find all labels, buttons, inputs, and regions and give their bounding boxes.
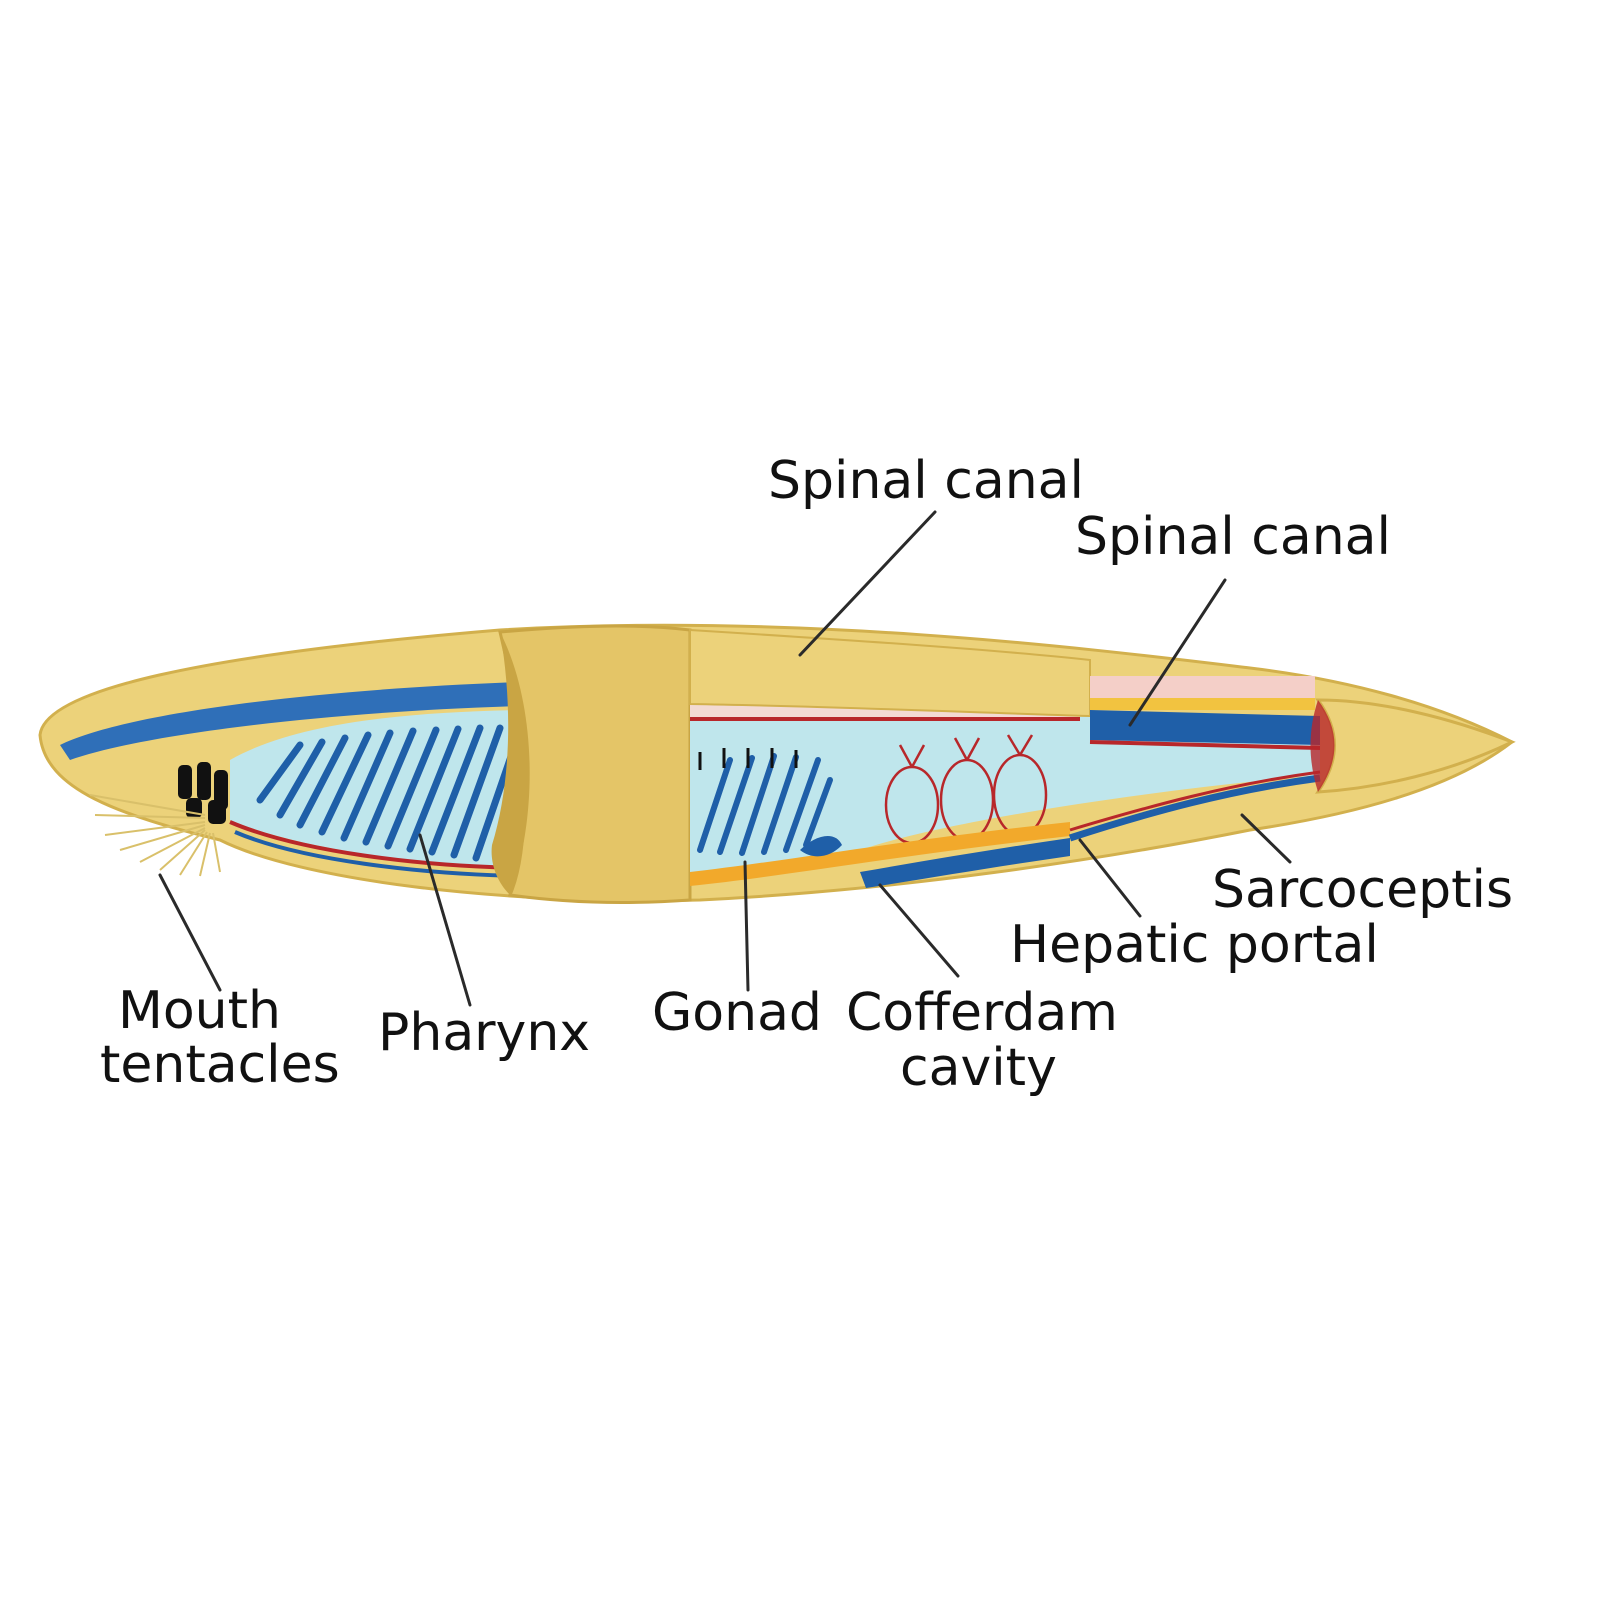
label-cofferdam-line1: Cofferdam <box>846 983 1118 1043</box>
posterior-red-vessel <box>1089 740 1321 750</box>
ventral-red-vessel <box>1069 770 1321 832</box>
label-sarcoceptis: Sarcoceptis <box>1212 860 1513 920</box>
labels: Spinal canal Spinal canal Sarcoceptis He… <box>100 451 1513 1098</box>
posterior-spinal-canal <box>1090 710 1320 745</box>
leader-cofferdam <box>878 883 960 978</box>
cross-section-face <box>491 632 530 895</box>
label-mouth-tentacles-line2: tentacles <box>100 1035 340 1095</box>
tail-cone <box>1315 698 1516 794</box>
posterior-pink-strip <box>1090 676 1315 698</box>
leader-mouth-tentacles <box>158 873 222 992</box>
oral-hood <box>178 762 228 824</box>
pharynx-red-vessel <box>229 820 521 870</box>
leader-gonad <box>743 860 750 992</box>
label-pharynx: Pharynx <box>378 1003 590 1063</box>
label-gonad: Gonad <box>652 983 822 1043</box>
midgut-cecum <box>800 835 842 857</box>
leader-hepatic-portal <box>1078 838 1142 918</box>
posterior-yellow-strip <box>1090 698 1315 710</box>
leader-spinal-canal-top <box>798 510 937 657</box>
leader-sarcoceptis <box>1240 813 1292 864</box>
label-spinal-canal-top: Spinal canal <box>768 451 1084 511</box>
leader-lines <box>158 510 1292 1007</box>
label-mouth-tentacles-line1: Mouth <box>118 981 281 1041</box>
anterior-nerve-band <box>60 682 520 760</box>
body-model <box>38 623 1516 904</box>
posterior-gill-bars <box>697 753 833 856</box>
gonad-band <box>690 822 1070 886</box>
label-spinal-canal-right: Spinal canal <box>1075 507 1391 567</box>
mouth-tentacles-bristles <box>89 794 221 877</box>
label-cofferdam-line2: cavity <box>900 1038 1057 1098</box>
tail-cut-face <box>1310 700 1335 792</box>
cofferdam-band <box>860 838 1070 888</box>
leader-pharynx <box>418 833 472 1007</box>
pharynx-lower-blue <box>234 830 521 878</box>
leader-spinal-canal-right <box>1128 578 1227 727</box>
gill-tops <box>698 748 798 770</box>
label-hepatic-portal: Hepatic portal <box>1010 915 1379 975</box>
body-cavity <box>690 707 1320 876</box>
hepatic-portal-vessel <box>1068 774 1321 842</box>
pharynx-gill-slits <box>256 724 519 862</box>
